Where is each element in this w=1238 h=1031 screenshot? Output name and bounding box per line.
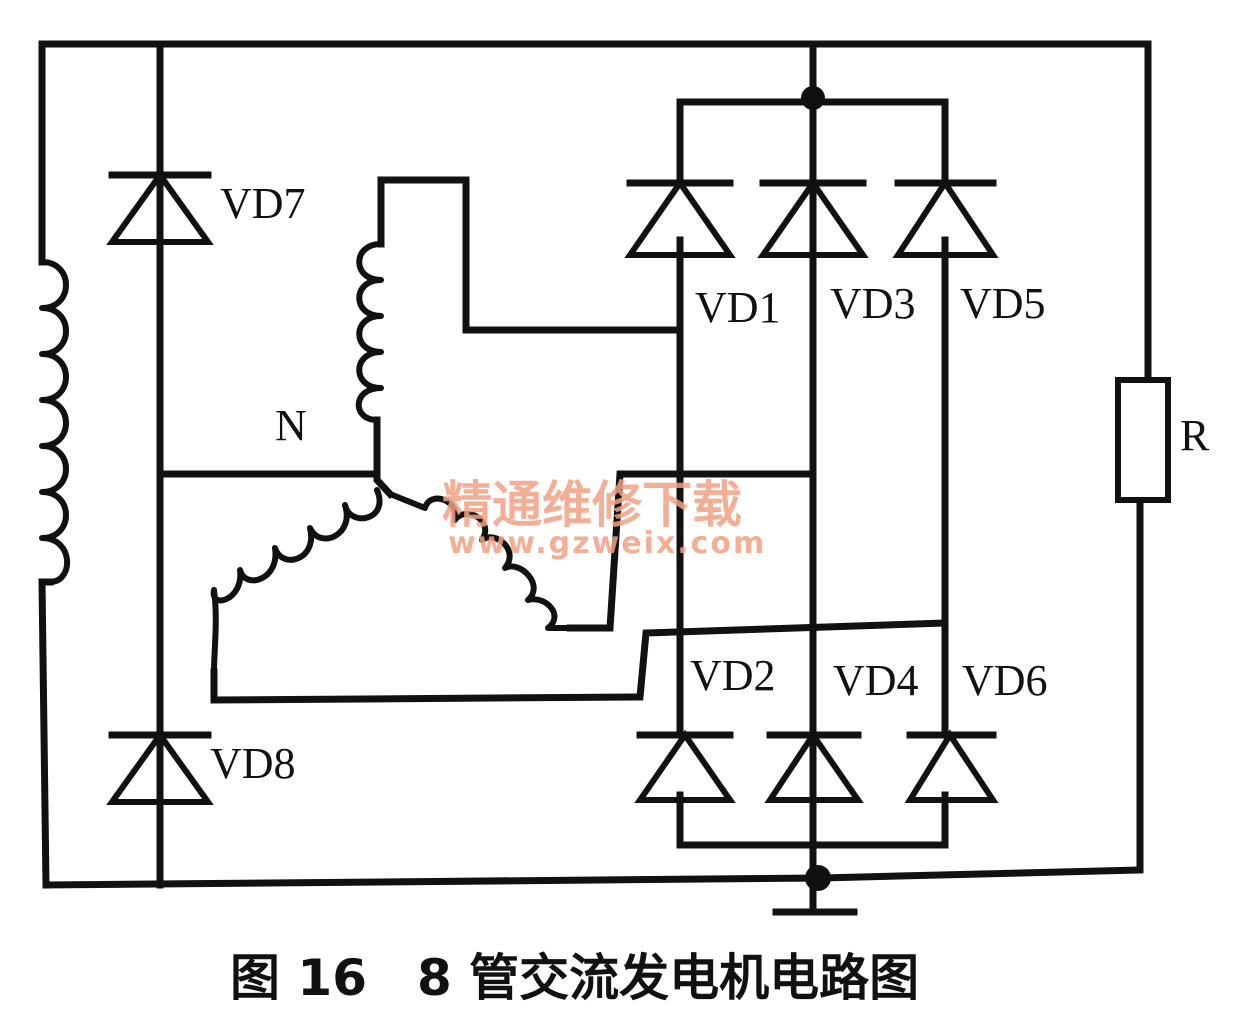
phase-b-wire (566, 470, 817, 632)
label-vd6: VD6 (962, 656, 1048, 705)
ground-rail (42, 874, 824, 889)
watermark-url: www.gzweix.com (448, 526, 766, 561)
diodes (106, 169, 999, 805)
label-vd3: VD3 (830, 279, 916, 328)
label-vd1: VD1 (695, 283, 781, 332)
wires (38, 40, 1152, 916)
positive-rail (38, 40, 1152, 384)
load-return-wire (816, 496, 1144, 882)
phase-c-wire (210, 619, 949, 704)
windings (39, 241, 573, 675)
diode-vd5 (892, 177, 999, 258)
phase-a-wire (377, 176, 684, 334)
ground-node (805, 865, 831, 891)
field-winding (39, 259, 70, 585)
label-neutral: N (275, 401, 307, 450)
diode-vd4 (764, 729, 864, 803)
watermark-title: 精通维修下载 (442, 476, 742, 534)
diode-vd7 (106, 169, 214, 245)
labels: VD7 VD1 VD3 VD5 N R VD2 VD4 VD6 VD8 (210, 179, 1210, 788)
diode-vd2 (634, 729, 736, 803)
stator-winding-b (387, 491, 573, 631)
label-vd7: VD7 (220, 179, 306, 228)
label-resistor: R (1180, 411, 1210, 460)
watermark: 精通维修下载 www.gzweix.com (442, 476, 766, 561)
figure-caption: 图 16 8 管交流发电机电路图 (230, 949, 919, 1007)
stator-winding-a (355, 241, 384, 423)
diode-vd1 (624, 177, 736, 258)
label-vd5: VD5 (960, 279, 1046, 328)
field-wire (38, 40, 54, 889)
load-resistor (1115, 377, 1171, 503)
lower-bridge-bus (676, 791, 949, 849)
label-vd2: VD2 (690, 651, 776, 700)
label-vd4: VD4 (833, 656, 919, 705)
diode-vd3 (757, 177, 869, 258)
stator-star-joint (373, 416, 395, 499)
label-vd8: VD8 (210, 739, 296, 788)
diode-vd6 (904, 729, 999, 803)
positive-node (801, 86, 825, 110)
diode-vd8 (106, 729, 214, 805)
stator-winding-c (210, 487, 383, 675)
